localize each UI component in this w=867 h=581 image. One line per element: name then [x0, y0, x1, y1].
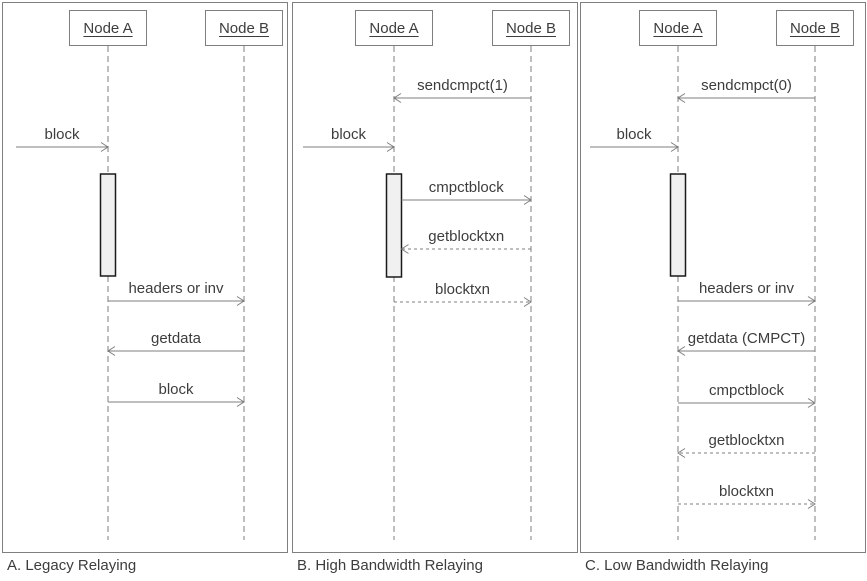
message-label: sendcmpct(1): [417, 77, 508, 94]
node-label: Node A: [83, 19, 133, 37]
arrowhead-icon: [523, 297, 532, 307]
panel-drawing: [303, 46, 532, 540]
message-label: getdata (CMPCT): [687, 330, 806, 347]
node-label: Node B: [789, 19, 841, 37]
arrowhead-icon: [236, 296, 245, 306]
panel-low-bandwidth-relaying: sendcmpct(0) block headers or inv getdata (…: [580, 2, 866, 553]
message-label: block: [330, 126, 367, 143]
message-label: block: [616, 126, 652, 143]
arrowhead-icon: [807, 398, 816, 408]
arrowhead-icon: [677, 448, 686, 458]
message-label: headers or inv: [128, 280, 224, 297]
node-label: Node A: [369, 19, 419, 37]
panel-legacy-relaying: block headers or inv getdata block Node A Nod…: [2, 2, 288, 553]
message-label: cmpctblock: [708, 382, 785, 399]
node-label: Node A: [653, 19, 703, 37]
arrowhead-icon: [670, 142, 679, 152]
arrowhead-icon: [393, 93, 402, 103]
node-box-a: Node A: [355, 10, 433, 46]
node-box-b: Node B: [492, 10, 570, 46]
message-label: getblocktxn: [428, 228, 505, 245]
message-label: getblocktxn: [708, 432, 785, 449]
panel-drawing: [16, 46, 245, 540]
panel-drawing: [590, 46, 816, 540]
message-label: blocktxn: [718, 483, 775, 500]
activation-bar-node-a: [669, 173, 687, 277]
message-label: cmpctblock: [428, 179, 504, 196]
panel-high-bandwidth-relaying: sendcmpct(1) block cmpctblock getblocktxn bl…: [292, 2, 578, 553]
arrowhead-icon: [677, 93, 686, 103]
arrowhead-icon: [523, 195, 532, 205]
message-label: sendcmpct(0): [701, 77, 792, 94]
panel-caption: C. Low Bandwidth Relaying: [585, 557, 769, 574]
message-label: blocktxn: [434, 281, 491, 298]
panel-caption: B. High Bandwidth Relaying: [297, 557, 483, 574]
activation-bar-node-a: [385, 173, 403, 278]
activation-bar-node-a: [99, 173, 117, 277]
arrowhead-icon: [107, 346, 116, 356]
arrowhead-icon: [100, 142, 109, 152]
message-label: getdata: [150, 330, 202, 347]
arrowhead-icon: [236, 397, 245, 407]
arrowhead-icon: [807, 499, 816, 509]
message-label: block: [158, 381, 194, 398]
node-label: Node B: [218, 19, 270, 37]
node-box-b: Node B: [776, 10, 854, 46]
arrowhead-icon: [807, 296, 816, 306]
node-label: Node B: [505, 19, 557, 37]
panel-caption: A. Legacy Relaying: [7, 557, 137, 574]
arrowhead-icon: [386, 142, 395, 152]
arrowhead-icon: [677, 346, 686, 356]
node-box-b: Node B: [205, 10, 283, 46]
message-label: headers or inv: [698, 280, 795, 297]
node-box-a: Node A: [639, 10, 717, 46]
arrowhead-icon: [400, 244, 409, 254]
message-label: block: [44, 126, 80, 143]
node-box-a: Node A: [69, 10, 147, 46]
